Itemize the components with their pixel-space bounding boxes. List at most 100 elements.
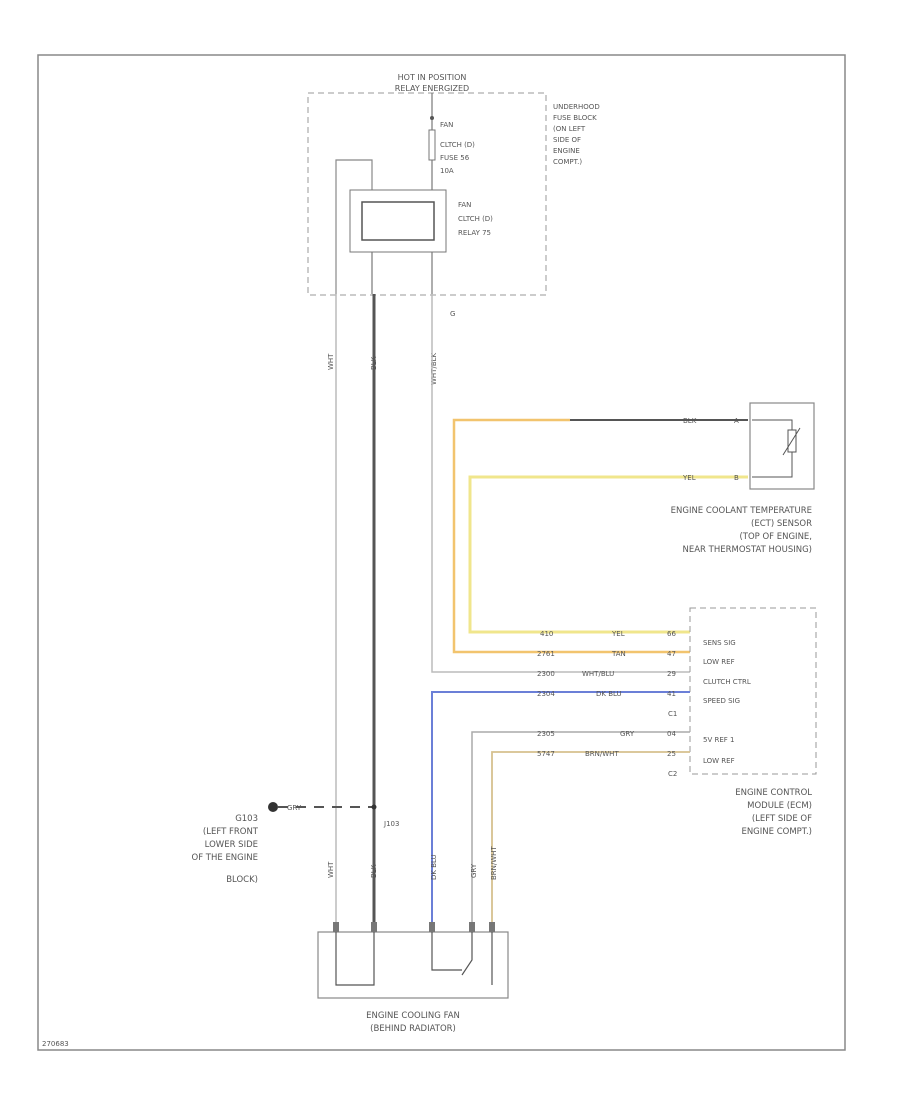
wire-label-ect-blk: BLK bbox=[683, 417, 697, 425]
wire-label-ect-yel: YEL bbox=[682, 474, 696, 482]
relay-75-coil bbox=[361, 201, 435, 241]
ecm-row-5: 5747 BRN/WHT 25 LOW REF bbox=[537, 750, 735, 765]
svg-text:WHT/BLU: WHT/BLU bbox=[582, 670, 614, 678]
wire-brn-wht bbox=[491, 751, 690, 925]
svg-text:2305: 2305 bbox=[537, 730, 555, 738]
diagram-frame bbox=[37, 54, 846, 1051]
svg-text:5V REF 1: 5V REF 1 bbox=[703, 736, 734, 744]
wire-ect-yel bbox=[468, 475, 748, 634]
svg-text:SIDE OF: SIDE OF bbox=[553, 136, 581, 144]
relay-left-loop bbox=[335, 159, 373, 294]
relay-label: FAN CLTCH (D) RELAY 75 bbox=[458, 201, 493, 237]
ect-pin-a: A bbox=[734, 417, 739, 425]
svg-text:(LEFT SIDE OF: (LEFT SIDE OF bbox=[752, 814, 812, 824]
fan-connector-pins bbox=[333, 922, 495, 932]
thermistor-icon bbox=[752, 419, 801, 478]
svg-text:ENGINE COOLANT TEMPERATURE: ENGINE COOLANT TEMPERATURE bbox=[671, 506, 812, 516]
ecm-connector-c2: C2 bbox=[668, 770, 677, 778]
wire-label-fan-brnwht: BRN/WHT bbox=[490, 846, 498, 880]
ground-icon bbox=[268, 802, 278, 812]
ect-sensor-box bbox=[749, 402, 815, 490]
svg-text:ENGINE: ENGINE bbox=[553, 147, 580, 155]
svg-text:UNDERHOOD: UNDERHOOD bbox=[553, 103, 600, 111]
svg-text:FUSE 56: FUSE 56 bbox=[440, 154, 470, 162]
fuse-56 bbox=[428, 129, 436, 161]
svg-text:66: 66 bbox=[667, 630, 676, 638]
svg-text:(TOP OF ENGINE,: (TOP OF ENGINE, bbox=[739, 532, 812, 542]
svg-text:CLTCH (D): CLTCH (D) bbox=[458, 215, 493, 223]
wire-gry bbox=[471, 731, 690, 925]
wire-label-fan-blk: BLK bbox=[370, 864, 378, 878]
ecm-connector-c1: C1 bbox=[668, 710, 677, 718]
svg-text:SPEED SIG: SPEED SIG bbox=[703, 697, 740, 705]
wire-label-fan-wht: WHT bbox=[327, 861, 335, 878]
header-line2: RELAY ENERGIZED bbox=[395, 84, 469, 93]
svg-text:BLOCK): BLOCK) bbox=[226, 875, 258, 885]
svg-text:5747: 5747 bbox=[537, 750, 555, 758]
svg-text:NEAR THERMOSTAT HOUSING): NEAR THERMOSTAT HOUSING) bbox=[683, 545, 812, 555]
ground-wire-color: GRY bbox=[287, 804, 302, 812]
svg-text:BRN/WHT: BRN/WHT bbox=[585, 750, 619, 758]
svg-text:MODULE (ECM): MODULE (ECM) bbox=[747, 801, 812, 811]
svg-text:G103: G103 bbox=[235, 814, 258, 824]
ecm-row-2: 2300 WHT/BLU 29 CLUTCH CTRL bbox=[537, 670, 751, 686]
wire-label-fan-dkblu: DK BLU bbox=[430, 854, 438, 880]
svg-text:FUSE BLOCK: FUSE BLOCK bbox=[553, 114, 597, 122]
wire-label-wht-blk: WHT/BLK bbox=[430, 352, 438, 385]
fan-label: ENGINE COOLING FAN (BEHIND RADIATOR) bbox=[366, 1011, 460, 1034]
ecm-row-1: 2761 TAN 47 LOW REF bbox=[537, 650, 735, 666]
svg-text:LOW REF: LOW REF bbox=[703, 658, 735, 666]
svg-text:(ON LEFT: (ON LEFT bbox=[553, 125, 586, 133]
svg-text:2761: 2761 bbox=[537, 650, 555, 658]
svg-text:GRY: GRY bbox=[620, 730, 635, 738]
fan-motor-circuit bbox=[335, 932, 493, 986]
svg-text:ENGINE COMPT.): ENGINE COMPT.) bbox=[741, 827, 812, 837]
fuse-label: FAN CLTCH (D) FUSE 56 10A bbox=[440, 121, 475, 175]
svg-text:SENS SIG: SENS SIG bbox=[703, 639, 736, 647]
svg-text:CLTCH (D): CLTCH (D) bbox=[440, 141, 475, 149]
cooling-fan-box bbox=[317, 931, 509, 999]
svg-text:OF THE ENGINE: OF THE ENGINE bbox=[192, 853, 259, 863]
svg-text:10A: 10A bbox=[440, 167, 454, 175]
ecm-row-3: 2304 DK BLU 41 SPEED SIG bbox=[537, 690, 740, 705]
svg-text:47: 47 bbox=[667, 650, 676, 658]
svg-text:(BEHIND RADIATOR): (BEHIND RADIATOR) bbox=[370, 1024, 456, 1034]
ground-label: G103 (LEFT FRONT LOWER SIDE OF THE ENGIN… bbox=[192, 814, 259, 885]
svg-text:LOW REF: LOW REF bbox=[703, 757, 735, 765]
ect-sensor-label: ENGINE COOLANT TEMPERATURE (ECT) SENSOR … bbox=[671, 506, 812, 555]
svg-text:ENGINE COOLING FAN: ENGINE COOLING FAN bbox=[366, 1011, 460, 1021]
fuse-feed-dot bbox=[430, 116, 434, 120]
fuse-block-label: UNDERHOOD FUSE BLOCK (ON LEFT SIDE OF EN… bbox=[553, 103, 600, 166]
svg-text:2304: 2304 bbox=[537, 690, 555, 698]
ecm-row-0: 410 YEL 66 SENS SIG bbox=[540, 630, 736, 647]
svg-text:LOWER SIDE: LOWER SIDE bbox=[205, 840, 258, 850]
wire-dk-blu bbox=[431, 691, 690, 925]
svg-text:RELAY 75: RELAY 75 bbox=[458, 229, 491, 237]
wire-label-wht-left: WHT bbox=[327, 353, 335, 370]
ecm-row-4: 2305 GRY 04 5V REF 1 bbox=[537, 730, 734, 744]
svg-text:29: 29 bbox=[667, 670, 676, 678]
svg-text:YEL: YEL bbox=[611, 630, 625, 638]
svg-text:(LEFT FRONT: (LEFT FRONT bbox=[203, 827, 259, 837]
svg-text:CLUTCH CTRL: CLUTCH CTRL bbox=[703, 678, 751, 686]
svg-text:FAN: FAN bbox=[458, 201, 471, 209]
wire-label-fan-gry: GRY bbox=[470, 863, 478, 878]
svg-text:41: 41 bbox=[667, 690, 676, 698]
ect-pin-b: B bbox=[734, 474, 739, 482]
wire-wht-blk bbox=[431, 294, 690, 673]
header-line1: HOT IN POSITION bbox=[398, 73, 467, 82]
svg-text:25: 25 bbox=[667, 750, 676, 758]
svg-text:DK BLU: DK BLU bbox=[596, 690, 622, 698]
svg-text:COMPT.): COMPT.) bbox=[553, 158, 582, 166]
svg-text:FAN: FAN bbox=[440, 121, 453, 129]
diagram-code: 270683 bbox=[42, 1040, 69, 1048]
svg-text:ENGINE CONTROL: ENGINE CONTROL bbox=[735, 788, 812, 798]
ecm-box bbox=[689, 607, 817, 775]
ecm-label: ENGINE CONTROL MODULE (ECM) (LEFT SIDE O… bbox=[735, 788, 812, 837]
svg-text:04: 04 bbox=[667, 730, 676, 738]
svg-text:2300: 2300 bbox=[537, 670, 555, 678]
wire-ect-orange bbox=[452, 418, 690, 654]
ground-splice-label: J103 bbox=[383, 820, 399, 828]
ground-splice-dot bbox=[371, 804, 377, 810]
